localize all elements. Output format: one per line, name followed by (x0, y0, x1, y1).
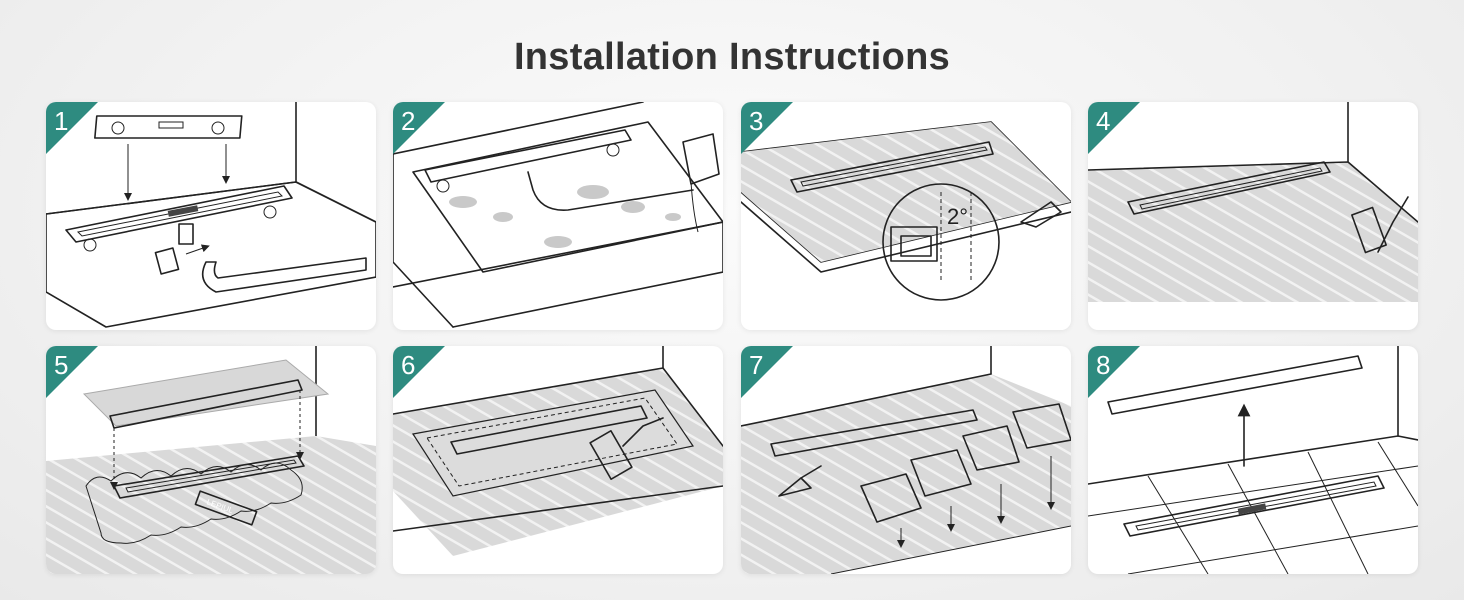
step-number-badge: 2 (393, 102, 445, 154)
slope-angle-label: 2° (947, 204, 968, 229)
step-number-badge: 5 (46, 346, 98, 398)
step-3-illustration: 2° (741, 121, 1071, 330)
step-number: 1 (54, 106, 69, 136)
step-number: 6 (401, 350, 416, 380)
page-title: Installation Instructions (513, 36, 951, 78)
step-card-8: 8 (1088, 346, 1418, 574)
step-1-illustration (46, 102, 376, 328)
step-number: 2 (401, 106, 416, 136)
step-card-4: 4 (1088, 102, 1418, 330)
step-card-6: 6 (393, 346, 723, 574)
step-number-badge: 3 (741, 102, 793, 154)
step-6-illustration (393, 346, 723, 556)
step-number: 8 (1096, 350, 1111, 380)
step-number: 7 (749, 350, 764, 380)
step-2-illustration (393, 102, 723, 328)
step-card-5: LEPIUL 5 (46, 346, 376, 574)
step-number: 3 (749, 106, 764, 136)
step-number-badge: 4 (1088, 102, 1140, 154)
step-number: 5 (54, 350, 69, 380)
step-card-7: 7 (741, 346, 1071, 574)
step-number-badge: 6 (393, 346, 445, 398)
step-4-illustration (1088, 102, 1418, 302)
step-card-3: 2° 3 (741, 102, 1071, 330)
step-card-1: 1 (46, 102, 376, 330)
step-number-badge: 7 (741, 346, 793, 398)
step-number: 4 (1096, 106, 1111, 136)
step-7-illustration (741, 346, 1071, 574)
step-number-badge: 1 (46, 102, 98, 154)
step-8-illustration (1088, 346, 1418, 574)
step-5-illustration: LEPIUL (46, 346, 376, 574)
step-card-2: 2 (393, 102, 723, 330)
step-number-badge: 8 (1088, 346, 1140, 398)
